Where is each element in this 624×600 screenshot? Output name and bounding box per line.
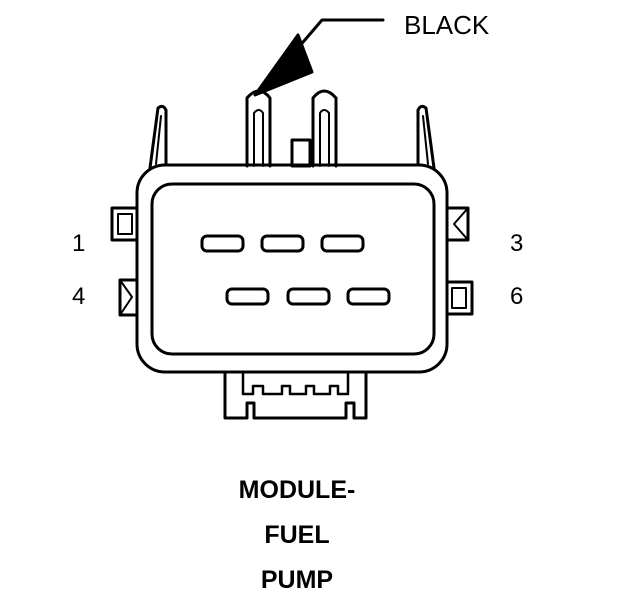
latch-ears [148, 104, 436, 170]
pin-label-3: 3 [510, 230, 524, 257]
cavity-3 [320, 234, 365, 253]
pin-label-1: 1 [72, 230, 86, 257]
cavity-4 [225, 287, 270, 306]
cavity-1 [200, 234, 245, 253]
caption-line-1: MODULE- [238, 476, 356, 504]
bottom-lock-key [223, 370, 368, 420]
terminal-cavities [200, 234, 391, 306]
caption-line-2: FUEL [264, 521, 330, 549]
pin-label-6: 6 [510, 283, 524, 310]
pin-label-4: 4 [72, 283, 86, 310]
top-terminal-towers [245, 89, 338, 168]
right-side-tabs [445, 206, 474, 316]
cavity-6 [346, 287, 391, 306]
cavity-2 [260, 234, 305, 253]
connector-face [150, 182, 436, 356]
leader-arrow [253, 18, 385, 97]
left-side-tabs [110, 206, 139, 317]
caption-line-3: PUMP [260, 566, 334, 594]
cavity-5 [286, 287, 331, 306]
wire-color-label: BLACK [404, 10, 490, 40]
connector-housing [135, 163, 449, 374]
